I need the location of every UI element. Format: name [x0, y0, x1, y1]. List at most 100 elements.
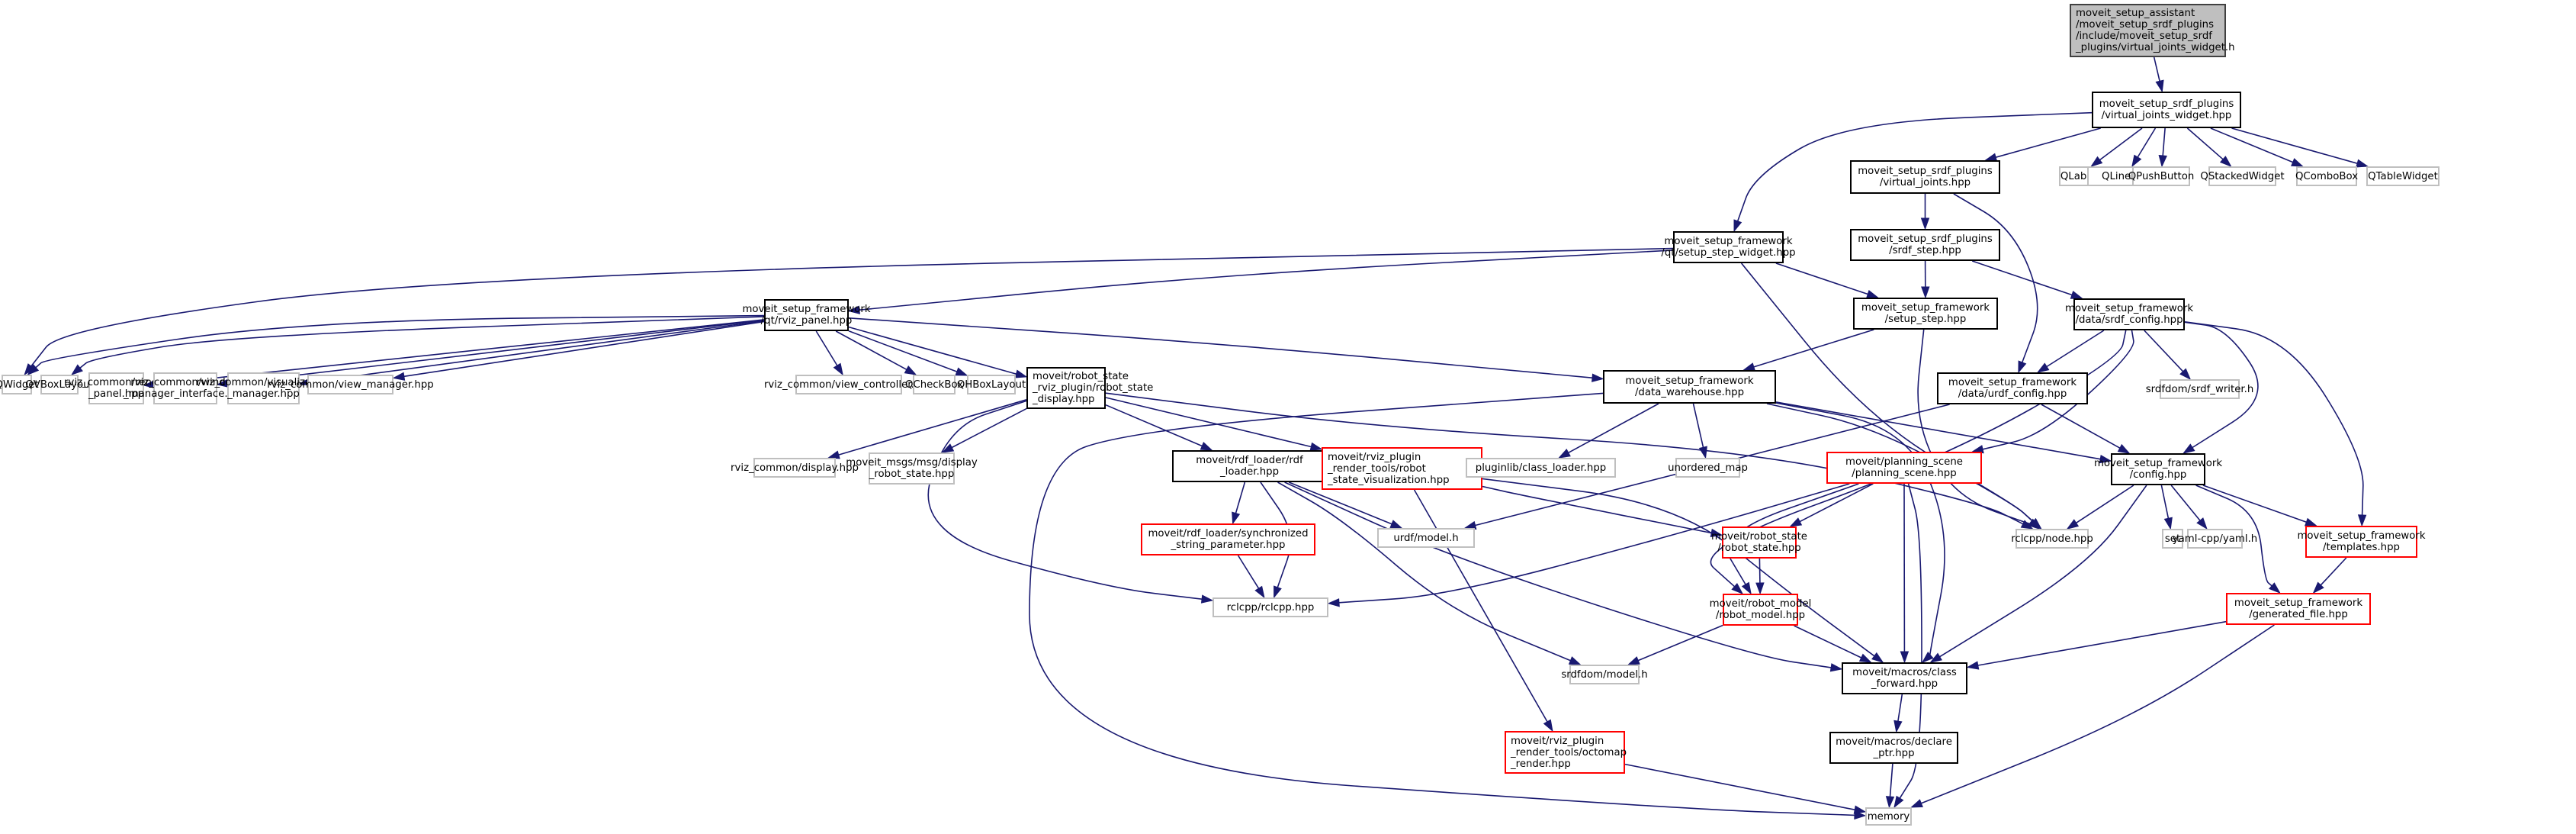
- node-label: rclcpp/node.hpp: [2011, 533, 2093, 545]
- edge-srdfcfg-to-templates: [2184, 321, 2364, 516]
- arrowhead-icon: [1232, 511, 1241, 525]
- node-datawh[interactable]: moveit_setup_framework /data_warehouse.h…: [1603, 370, 1776, 404]
- edge-rvizpanel-to-qhbox: [848, 330, 958, 372]
- node-node[interactable]: rclcpp/node.hpp: [2011, 529, 2093, 549]
- node-label: moveit_setup_framework /data/srdf_config…: [2064, 303, 2194, 326]
- node-label: yaml-cpp/yaml.h: [2172, 533, 2258, 545]
- edge-srdfcfg-to-urdfcfg: [2046, 330, 2105, 368]
- arrowhead-icon: [1309, 442, 1323, 451]
- node-urdfmodel[interactable]: urdf/model.h: [1377, 528, 1475, 548]
- node-ssw[interactable]: moveit_setup_framework /qt/setup_step_wi…: [1661, 231, 1796, 263]
- edge-rsdisplay-to-node: [1105, 392, 2024, 525]
- arrowhead-icon: [1731, 583, 1744, 594]
- edge-templates-to-genfile: [2320, 557, 2347, 586]
- node-qcombo[interactable]: QComboBox: [2295, 166, 2358, 186]
- edge-config-to-set: [2160, 485, 2170, 519]
- arrowhead-icon: [1558, 449, 1571, 459]
- arrowhead-icon: [1200, 594, 1214, 604]
- node-rclcpp[interactable]: rclcpp/rclcpp.hpp: [1213, 597, 1328, 617]
- node-setupstep[interactable]: moveit_setup_framework /setup_step.hpp: [1853, 298, 1998, 330]
- node-label: rviz_common/window _manager_interface.hp…: [124, 377, 247, 400]
- node-label: rviz_common/render _panel.hpp: [64, 377, 169, 400]
- node-planscene[interactable]: moveit/planning_scene /planning_scene.hp…: [1826, 452, 1982, 484]
- node-rsdisplay[interactable]: moveit/robot_state _rviz_plugin/robot_st…: [1026, 367, 1153, 409]
- node-octomap[interactable]: moveit/rviz_plugin _render_tools/octomap…: [1505, 731, 1627, 774]
- arrowhead-icon: [2219, 156, 2232, 167]
- node-rdfloader[interactable]: moveit/rdf_loader/rdf _loader.hpp: [1172, 450, 1327, 482]
- node-root[interactable]: moveit_setup_assistant /moveit_setup_srd…: [2070, 4, 2235, 57]
- edge-vjw-to-qcombo: [2210, 127, 2294, 163]
- node-label: moveit_setup_framework /config.hpp: [2093, 458, 2223, 481]
- node-rc-display[interactable]: rviz_common/display.hpp: [731, 458, 859, 478]
- node-label: rviz_common/display.hpp: [731, 462, 859, 474]
- edge-srdfstep-to-srdfcfg: [1971, 260, 2073, 296]
- node-vj[interactable]: moveit_setup_srdf_plugins /virtual_joint…: [1850, 160, 2000, 194]
- node-srdfmodel[interactable]: srdfdom/model.h: [1561, 665, 1648, 684]
- arrowhead-icon: [1789, 517, 1803, 527]
- node-label: moveit_msgs/msg/display _robot_state.hpp: [846, 457, 978, 480]
- node-rc-viewmgr[interactable]: rviz_common/view_manager.hpp: [267, 375, 434, 394]
- edge-rvizpanel-to-qwidget: [35, 314, 765, 369]
- node-label: moveit_setup_framework /data/urdf_config…: [1948, 377, 2077, 400]
- edge-datawh-to-classloader: [1568, 403, 1659, 454]
- node-srdfcfg[interactable]: moveit_setup_framework /data/srdf_config…: [2065, 298, 2193, 330]
- node-msgs-drs[interactable]: moveit_msgs/msg/display _robot_state.hpp: [846, 452, 978, 485]
- node-label: memory: [1867, 810, 1910, 823]
- edge-rvizpanel-to-qcheckbox: [835, 330, 907, 371]
- arrowhead-icon: [1627, 656, 1640, 665]
- node-rsvis[interactable]: moveit/rviz_plugin _render_tools/robot _…: [1322, 447, 1482, 490]
- arrowhead-icon: [1829, 663, 1843, 672]
- node-robotstate[interactable]: moveit/robot_state /robot_state.hpp: [1711, 526, 1807, 559]
- node-rc-render[interactable]: rviz_common/render _panel.hpp: [64, 372, 169, 404]
- node-qwidget[interactable]: QWidget: [0, 375, 39, 394]
- node-yaml[interactable]: yaml-cpp/yaml.h: [2173, 529, 2257, 549]
- node-label: rviz_common/view_controller.hpp: [763, 378, 934, 391]
- node-declptr[interactable]: moveit/macros/declare _ptr.hpp: [1829, 732, 1958, 764]
- arrowhead-icon: [2070, 290, 2083, 299]
- node-qhbox[interactable]: QHBoxLayout: [957, 375, 1026, 394]
- node-urdfcfg[interactable]: moveit_setup_framework /data/urdf_config…: [1937, 372, 2088, 404]
- node-qcheckbox[interactable]: QCheckBox: [905, 375, 963, 394]
- node-memory[interactable]: memory: [1865, 807, 1912, 826]
- node-genfile[interactable]: moveit_setup_framework /generated_file.h…: [2226, 593, 2371, 625]
- node-rvizpanel[interactable]: moveit_setup_framework /qt/rviz_panel.hp…: [742, 299, 871, 331]
- edge-rsdisplay-to-msgs_drs: [951, 407, 1027, 449]
- node-rc-viewctl[interactable]: rviz_common/view_controller.hpp: [764, 375, 933, 394]
- node-label: QVBoxLayout: [25, 378, 94, 391]
- arrowhead-icon: [2029, 518, 2042, 530]
- edge-config-to-templates: [2202, 485, 2307, 523]
- arrowhead-icon: [2357, 514, 2367, 527]
- node-qpushbutton[interactable]: QPushButton: [2128, 166, 2194, 186]
- node-templates[interactable]: moveit_setup_framework /templates.hpp: [2297, 526, 2426, 558]
- arrowhead-icon: [1014, 369, 1028, 378]
- node-config[interactable]: moveit_setup_framework /config.hpp: [2094, 453, 2222, 485]
- edge-rsdisplay-to-rsvis: [1105, 397, 1312, 448]
- node-classfwd[interactable]: moveit/macros/class _forward.hpp: [1842, 662, 1967, 694]
- node-vjw[interactable]: moveit_setup_srdf_plugins /virtual_joint…: [2092, 92, 2241, 128]
- node-rc-window[interactable]: rviz_common/window _manager_interface.hp…: [124, 372, 247, 404]
- node-label: moveit_setup_assistant /moveit_setup_srd…: [2076, 8, 2235, 53]
- node-syncstr[interactable]: moveit/rdf_loader/synchronized _string_p…: [1141, 523, 1315, 555]
- arrowhead-icon: [2158, 155, 2167, 168]
- node-qtable[interactable]: QTableWidget: [2366, 166, 2439, 186]
- arrowhead-icon: [2196, 517, 2208, 530]
- arrowhead-icon: [2018, 360, 2027, 374]
- node-label: QCheckBox: [904, 378, 964, 391]
- node-label: QHBoxLayout: [956, 378, 1026, 391]
- edge-declptr-to-memory: [1889, 763, 1893, 797]
- node-set[interactable]: set: [2162, 529, 2183, 549]
- node-srdfstep[interactable]: moveit_setup_srdf_plugins /srdf_step.hpp: [1850, 229, 2000, 261]
- node-label: moveit/macros/declare _ptr.hpp: [1836, 736, 1952, 759]
- arrowhead-icon: [955, 367, 968, 376]
- node-qvbox[interactable]: QVBoxLayout: [25, 375, 94, 394]
- edge-rsvis-to-robotstate: [1482, 485, 1712, 534]
- node-srdfwriter[interactable]: srdfdom/srdf_writer.h: [2146, 379, 2253, 399]
- node-label: moveit/planning_scene /planning_scene.hp…: [1845, 456, 1963, 479]
- node-robotmodel[interactable]: moveit/robot_model /robot_model.hpp: [1710, 594, 1811, 626]
- arrowhead-icon: [1543, 719, 1553, 733]
- node-rc-vis[interactable]: rviz_common/visualization _manager.hpp: [196, 372, 331, 404]
- node-umap[interactable]: unordered_map: [1668, 458, 1748, 478]
- node-qstacked[interactable]: QStackedWidget: [2200, 166, 2285, 186]
- node-classloader[interactable]: pluginlib/class_loader.hpp: [1466, 458, 1616, 478]
